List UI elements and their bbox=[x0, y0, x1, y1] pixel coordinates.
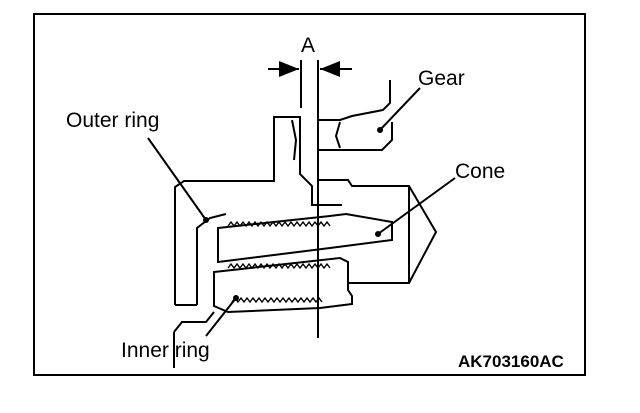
figure-frame bbox=[33, 13, 586, 376]
dimension-a-label: A bbox=[301, 34, 316, 57]
cone-part bbox=[217, 179, 438, 284]
leader-lines bbox=[147, 87, 456, 337]
leader-dots bbox=[203, 127, 383, 301]
dimension-a bbox=[268, 60, 352, 338]
cone-label: Cone bbox=[455, 160, 506, 183]
cone-leader bbox=[377, 177, 456, 235]
ring-teeth bbox=[227, 220, 331, 304]
inner-ring-part bbox=[173, 256, 353, 368]
outer-ring-label: Outer ring bbox=[66, 109, 160, 132]
figure-code: AK703160AC bbox=[458, 352, 564, 371]
gear-leader bbox=[379, 87, 421, 131]
inner-ring-label: Inner ring bbox=[121, 339, 210, 362]
inner-ring-leader bbox=[205, 297, 237, 337]
gear-label: Gear bbox=[418, 67, 465, 90]
gear-part bbox=[318, 80, 393, 151]
outer-ring-leader bbox=[147, 137, 207, 221]
